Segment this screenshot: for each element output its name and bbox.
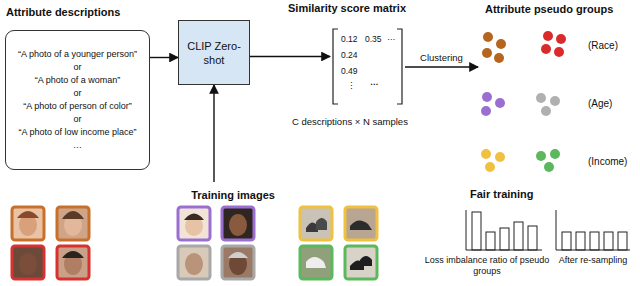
connector-arrow [150, 57, 178, 58]
bar-charts [466, 210, 630, 250]
clip-model-box: CLIP Zero-shot [178, 20, 250, 85]
similarity-matrix: Similarity score matrix0.120.35…0.240.49… [330, 28, 405, 106]
node-text: “A photo of low income place” [18, 126, 136, 139]
face-thumbnails [12, 207, 254, 279]
node-text: 0.24 [341, 50, 358, 60]
node-text: … [73, 139, 82, 152]
node-text: (Income) [588, 156, 627, 168]
section-heading: Fair training [470, 188, 570, 201]
chart-caption: After re-sampling [550, 255, 636, 266]
connector-arrow [213, 85, 214, 182]
heading: Similarity score matrix [288, 3, 406, 13]
node-text: 0.35 [365, 34, 382, 44]
node-text: … [387, 32, 396, 42]
chart-caption: Loss imbalance ratio of pseudo groups [424, 255, 550, 277]
node-text: (Race) [588, 40, 618, 52]
description-box: Attribute descriptions“A photo of a youn… [5, 30, 150, 170]
heading: Attribute descriptions [6, 6, 120, 19]
node-text: “A photo of person of color” [23, 100, 132, 113]
connector-arrow [405, 66, 478, 67]
node-text: CLIP Zero-shot [183, 39, 245, 67]
cluster-dots [481, 31, 566, 172]
node-text: “A photo of a woman” [35, 74, 121, 87]
node-text: or [73, 61, 81, 74]
node-text: 0.12 [341, 34, 358, 44]
connector-arrow [250, 56, 330, 57]
heading: Attribute pseudo groups [485, 3, 613, 15]
pseudo-groups: Attribute pseudo groups(Race)(Age)(Incom… [478, 28, 632, 178]
node-text: 0.49 [341, 66, 358, 76]
node-text: … [370, 77, 379, 87]
node-text: or [73, 113, 81, 126]
object-thumbnails [300, 207, 377, 279]
node-text: Training images [191, 188, 275, 202]
node-text: or [73, 87, 81, 100]
node-text: ⋮ [347, 80, 356, 90]
edge-label: Clustering [419, 52, 464, 63]
node-text: (Age) [588, 98, 612, 110]
training-images-group: Training images [172, 182, 294, 208]
node-text: “A photo of a younger person” [18, 48, 137, 61]
matrix-caption: C descriptions × N samples [292, 116, 442, 128]
